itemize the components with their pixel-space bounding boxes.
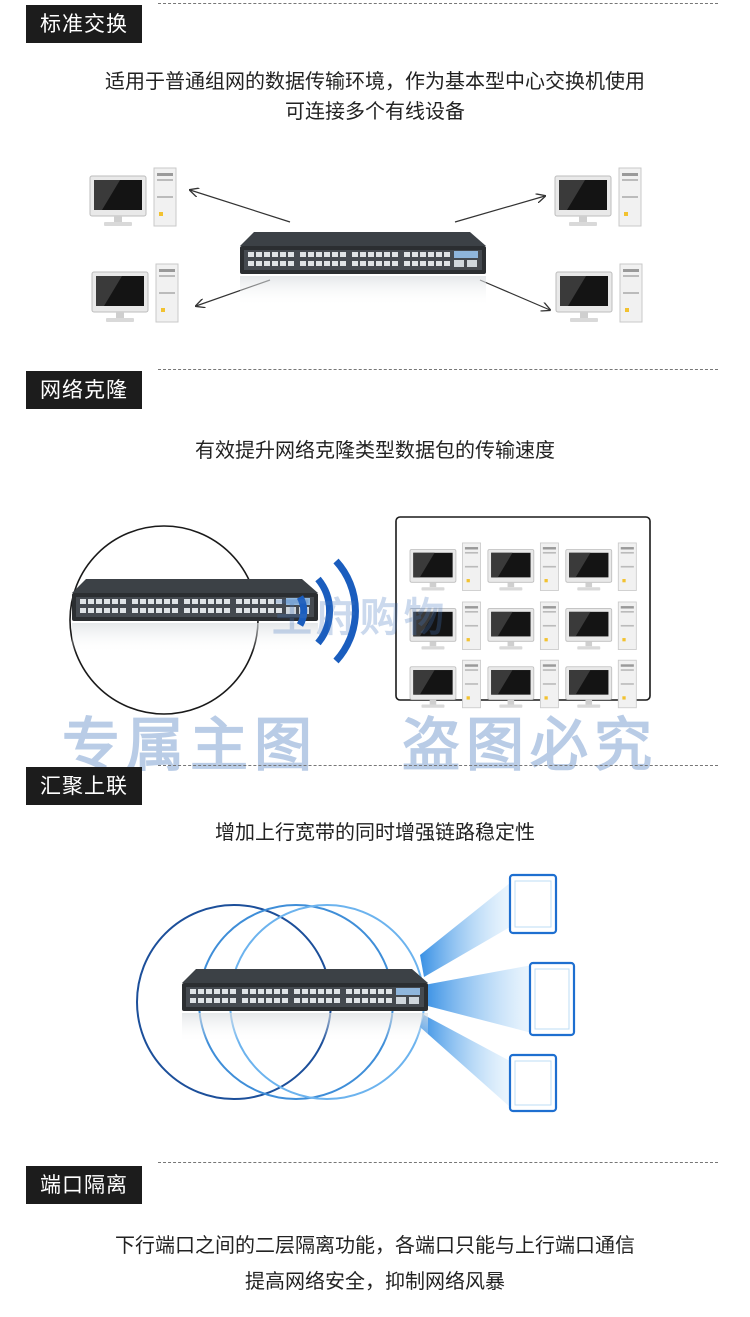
section-description-line2: 可连接多个有线设备 bbox=[285, 99, 465, 123]
network-clone-diagram bbox=[69, 516, 651, 715]
monitor-icon bbox=[528, 961, 576, 1037]
watermark-right: 盗图必究 bbox=[402, 711, 659, 779]
section-description: 增加上行宽带的同时增强链路稳定性 bbox=[215, 820, 535, 844]
section-description-line2: 提高网络安全，抑制网络风暴 bbox=[245, 1269, 505, 1293]
section-description: 下行端口之间的二层隔离功能，各端口只能与上行端口通信 bbox=[115, 1233, 635, 1257]
section-port-isolation: 端口隔离 下行端口之间的二层隔离功能，各端口只能与上行端口通信 提高网络安全，抑… bbox=[0, 1160, 750, 1317]
desktop-computer-icon bbox=[91, 263, 179, 323]
monitor-icon bbox=[508, 873, 558, 935]
section-divider bbox=[158, 1162, 718, 1163]
desktop-computer-icon bbox=[89, 167, 177, 227]
section-tag: 端口隔离 bbox=[26, 1166, 142, 1204]
network-switch-icon bbox=[182, 969, 428, 1043]
section-tag: 汇聚上联 bbox=[26, 767, 142, 805]
section-tag: 标准交换 bbox=[26, 5, 142, 43]
section-description: 适用于普通组网的数据传输环境，作为基本型中心交换机使用 bbox=[105, 69, 645, 93]
wireless-signal-icon bbox=[296, 558, 359, 664]
watermark-center: 王府购物 bbox=[272, 595, 448, 641]
standard-switching-diagram bbox=[89, 167, 643, 323]
section-divider bbox=[158, 765, 718, 766]
section-divider bbox=[158, 3, 718, 4]
section-description: 有效提升网络克隆类型数据包的传输速度 bbox=[195, 438, 555, 462]
section-aggregation-uplink: 汇聚上联 增加上行宽带的同时增强链路稳定性 bbox=[0, 765, 750, 1150]
network-switch-icon bbox=[240, 232, 486, 306]
aggregation-uplink-diagram bbox=[136, 873, 576, 1113]
section-standard-switching: 标准交换 适用于普通组网的数据传输环境，作为基本型中心交换机使用 可连接多个有线… bbox=[0, 0, 750, 360]
section-divider bbox=[158, 369, 718, 370]
desktop-computer-icon bbox=[555, 263, 643, 323]
section-tag: 网络克隆 bbox=[26, 371, 142, 409]
monitor-icon bbox=[508, 1053, 558, 1113]
section-network-clone: 网络克隆 有效提升网络克隆类型数据包的传输速度 王府购物 专属主图 盗图必究 bbox=[0, 365, 750, 779]
desktop-computer-icon bbox=[554, 167, 642, 227]
